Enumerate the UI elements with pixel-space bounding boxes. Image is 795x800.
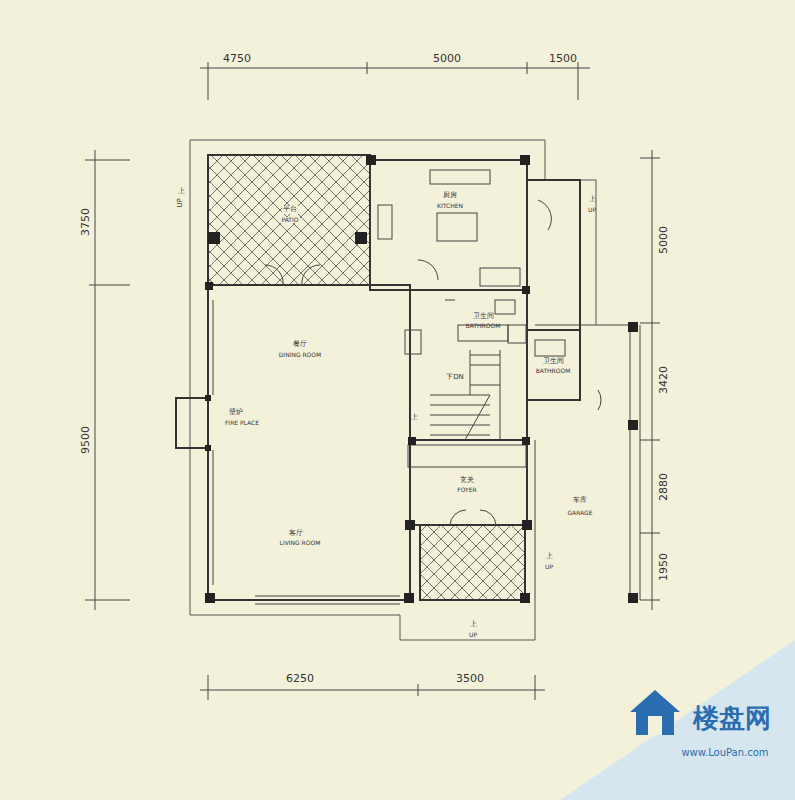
- dimension: 4750: [223, 53, 251, 65]
- room-label: UP: [177, 198, 185, 207]
- room-label: 卫生间: [543, 358, 564, 366]
- room-label: 上: [589, 196, 596, 204]
- dimension: 3500: [456, 673, 484, 685]
- watermark-logo: [630, 690, 680, 735]
- dimension: 1500: [549, 53, 577, 65]
- dimension: 5000: [658, 226, 670, 254]
- room-label: 玄关: [460, 477, 474, 485]
- room-label: 客厅: [289, 530, 303, 538]
- room-label: 车库: [573, 497, 587, 505]
- room-label: 下DN: [445, 374, 465, 382]
- room-label: 餐厅: [293, 341, 307, 349]
- watermark: www.LouPan.com: [681, 747, 768, 758]
- room-label: KITCHEN: [437, 203, 463, 210]
- room-label: BATHROOM: [466, 323, 501, 330]
- room-label: UP: [588, 207, 596, 214]
- room-label: LIVING ROOM: [280, 540, 321, 547]
- dimension: 5000: [433, 53, 461, 65]
- dimension: 6250: [286, 673, 314, 685]
- room-label: DINING ROOM: [279, 352, 321, 359]
- room-label: 卫生间: [473, 313, 494, 321]
- room-label: PATIO: [280, 217, 299, 224]
- dimension: 3750: [80, 208, 92, 236]
- room-label: UP: [469, 632, 477, 639]
- room-label: FOYER: [457, 487, 476, 494]
- room-label: GARAGE: [567, 510, 592, 517]
- dimension: 3420: [658, 366, 670, 394]
- room-label: 平台: [282, 206, 298, 214]
- room-label: 上: [470, 621, 477, 629]
- dimension: 9500: [80, 426, 92, 454]
- watermark: 楼盘网: [693, 704, 771, 733]
- room-label: 上: [411, 414, 418, 422]
- room-label: 上: [178, 188, 185, 196]
- room-label: UP: [545, 564, 553, 571]
- room-label: 壁炉: [229, 409, 243, 417]
- room-label: 上: [546, 553, 553, 561]
- room-label: BATHROOM: [536, 368, 571, 375]
- room-label: 厨房: [443, 192, 457, 200]
- dimension: 2880: [658, 473, 670, 501]
- dimension: 1950: [658, 553, 670, 581]
- room-label: FIRE PLACE: [225, 420, 259, 427]
